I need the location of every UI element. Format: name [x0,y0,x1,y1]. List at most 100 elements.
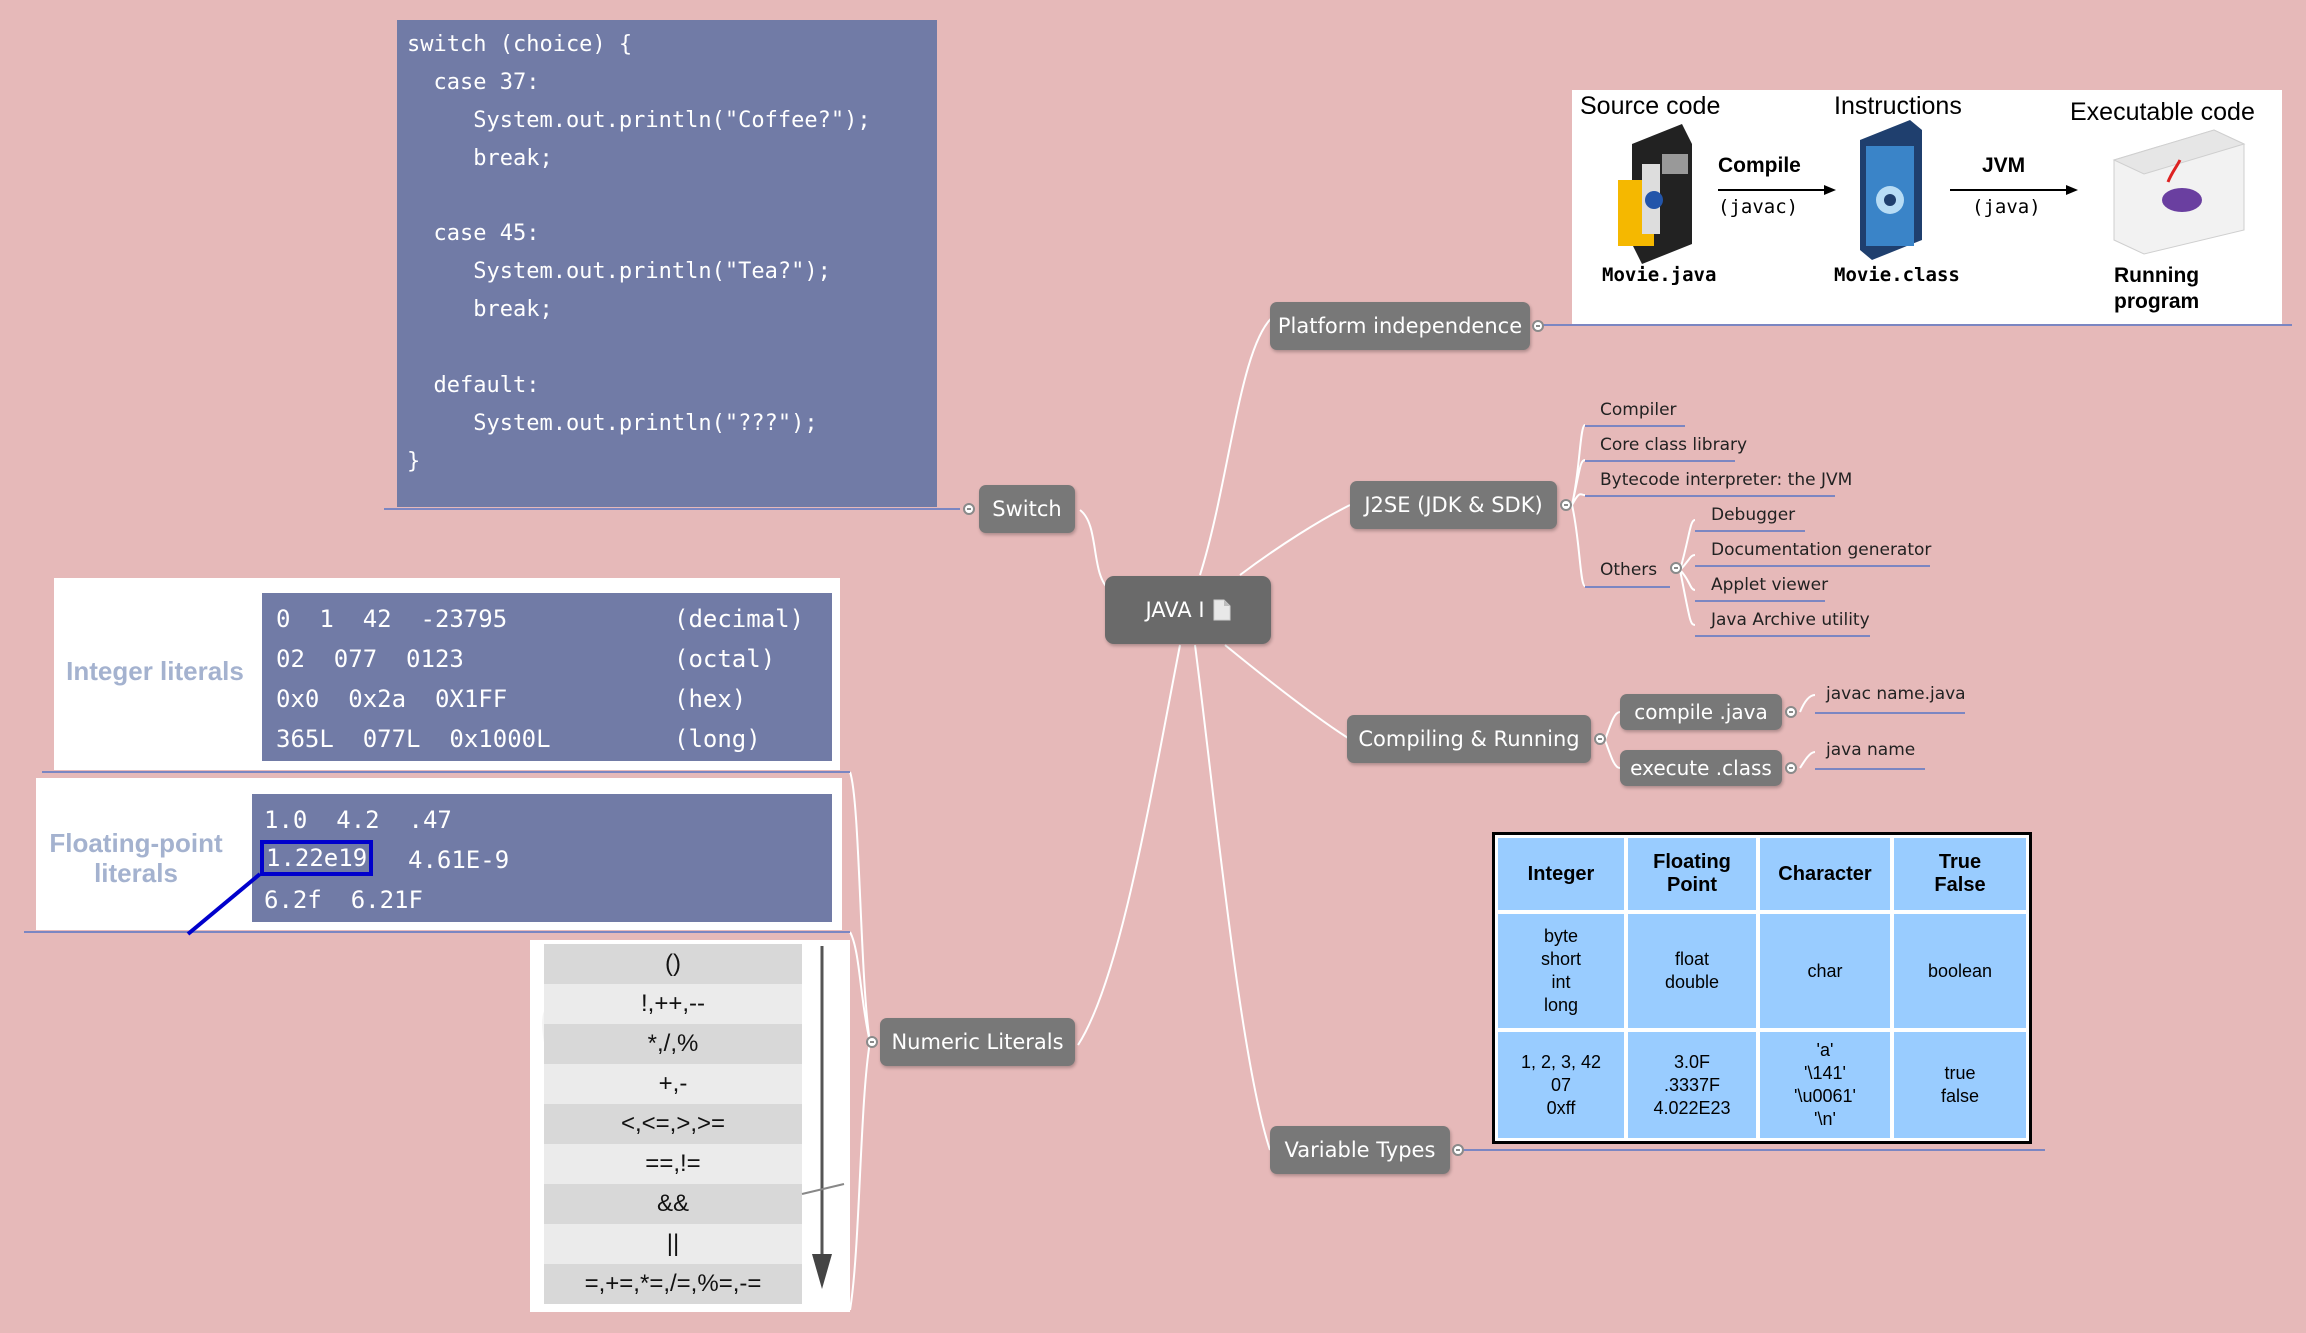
branch-switch-label: Switch [992,497,1062,521]
branch-compiling-label: Compiling & Running [1358,727,1580,751]
leaf-applet-viewer[interactable]: Applet viewer [1711,575,1829,595]
leaf-java-archive-utility[interactable]: Java Archive utility [1711,610,1870,630]
precedence-row: =,+=,*=,/=,%=,-= [584,1270,762,1297]
precedence-row: !,++,-- [640,990,706,1017]
branch-variable-types[interactable]: Variable Types [1270,1126,1450,1174]
table-cell-type: char [1760,914,1890,1028]
collapse-knob-j2se[interactable] [1560,499,1572,511]
integer-row-values: 0 1 42 -23795 [276,605,508,633]
node-execute-class[interactable]: execute .class [1620,750,1782,786]
javac-label: (javac) [1718,196,1799,218]
table-header-true-false: True False [1894,838,2026,910]
branch-numeric-label: Numeric Literals [891,1030,1064,1054]
table-cell-example: true false [1894,1032,2026,1138]
collapse-knob-others[interactable] [1670,562,1682,574]
integer-row-values: 0x0 0x2a 0X1FF [276,685,508,713]
class-file-name: Movie.class [1834,264,1960,286]
code-line: default: [407,373,540,399]
float-highlighted-value: 1.22e19 [260,840,374,876]
float-literals-panel: Floating-point literals 1.0 4.2 .47 1.22… [36,778,842,930]
table-cell-example: 3.0F .3337F 4.022E23 [1628,1032,1756,1138]
code-line [407,329,927,367]
running-line-2: program [2114,290,2200,313]
code-line: switch (choice) { [407,32,633,57]
integer-row-values: 02 077 0123 [276,645,464,673]
table-header-character: Character [1760,838,1890,910]
instructions-icon [1860,120,1922,260]
collapse-knob-compiling[interactable] [1594,733,1606,745]
source-code-title: Source code [1580,92,1721,120]
document-icon [1213,599,1231,621]
connector-compile-cmd [1799,694,1816,713]
source-code-icon [1618,124,1692,264]
branch-numeric-literals[interactable]: Numeric Literals [880,1018,1075,1066]
code-line: case 45: [407,221,540,247]
branch-variable-types-label: Variable Types [1284,1138,1436,1162]
table-cell-type: float double [1628,914,1756,1028]
jvm-arrow [1950,185,2078,195]
float-literals-label: Floating-point literals [49,828,223,888]
integer-row-kind: (long) [674,725,761,753]
switch-code-block: switch (choice) { case 37: System.out.pr… [397,20,937,507]
node-execute-class-label: execute .class [1630,756,1772,780]
code-line: break; [407,297,553,323]
integer-row-kind: (hex) [674,685,747,713]
table-cell-type: boolean [1894,914,2026,1028]
jvm-label: JVM [1982,154,2026,177]
platform-diagram: Source code Instructions Executable code… [1572,90,2282,324]
central-label: JAVA I [1145,598,1205,622]
code-line: } [407,448,421,474]
branch-j2se-label: J2SE (JDK & SDK) [1364,493,1543,517]
collapse-knob-numeric[interactable] [866,1036,878,1048]
leaf-core-class-library[interactable]: Core class library [1600,435,1748,455]
connector-platform [1199,314,1276,576]
branch-compiling-running[interactable]: Compiling & Running [1347,715,1591,763]
node-compile-java-label: compile .java [1634,700,1768,724]
precedence-rows: () !,++,-- *,/,% +,- <,<=,>,>= ==,!= && … [544,944,802,1310]
branch-platform-label: Platform independence [1277,314,1523,338]
branch-switch[interactable]: Switch [979,485,1075,533]
leaf-debugger[interactable]: Debugger [1711,505,1796,525]
integer-literals-box: 0 1 42 -23795 (decimal) 02 077 0123 (oct… [262,593,832,761]
branch-platform-independence[interactable]: Platform independence [1270,302,1530,350]
precedence-row: <,<=,>,>= [620,1110,726,1137]
table-cell-type: byte short int long [1498,914,1624,1028]
precedence-row: && [656,1190,689,1217]
table-cell-example: 'a' '\141' '\u0061' '\n' [1760,1032,1890,1138]
integer-row-kind: (decimal) [674,605,805,633]
branch-j2se[interactable]: J2SE (JDK & SDK) [1350,481,1557,529]
code-line: System.out.println("???"); [407,410,818,436]
leaf-bytecode-interpreter[interactable]: Bytecode interpreter: the JVM [1600,470,1853,490]
table-header-integer: Integer [1498,838,1624,910]
precedence-row: () [665,950,681,977]
highlight-pointer-line [186,872,262,936]
integer-row-kind: (octal) [674,645,776,673]
collapse-knob-execute-class[interactable] [1785,762,1797,774]
float-literals-box: 1.0 4.2 .47 1.22e19 4.61E-9 6.2f 6.21F [252,794,832,922]
table-header-floating-point: Floating Point [1628,838,1756,910]
precedence-row: || [666,1230,680,1257]
connector-compile-items [1604,711,1621,769]
connector-j2se-items [1571,424,1586,587]
collapse-knob-platform[interactable] [1532,320,1544,332]
leaf-java-command[interactable]: java name [1826,740,1916,760]
collapse-knob-variable-types[interactable] [1452,1144,1464,1156]
connector-numeric [1077,644,1181,1046]
table-cell-example: 1, 2, 3, 42 07 0xff [1498,1032,1624,1138]
central-node[interactable]: JAVA I [1105,576,1271,644]
collapse-knob-compile-java[interactable] [1785,706,1797,718]
node-compile-java[interactable]: compile .java [1620,694,1782,730]
compile-arrow [1718,185,1836,195]
integer-literals-label: Integer literals [66,656,244,686]
leaf-javac-command[interactable]: javac name.java [1826,684,1966,704]
connector-numeric-panels [849,771,871,1311]
leaf-compiler[interactable]: Compiler [1600,400,1677,420]
java-label: (java) [1972,196,2041,218]
code-line: break; [407,145,553,171]
collapse-knob-switch[interactable] [963,503,975,515]
code-line [407,178,927,216]
leaf-others[interactable]: Others [1600,560,1658,580]
connector-compiling [1224,644,1349,739]
leaf-documentation-generator[interactable]: Documentation generator [1711,540,1932,560]
